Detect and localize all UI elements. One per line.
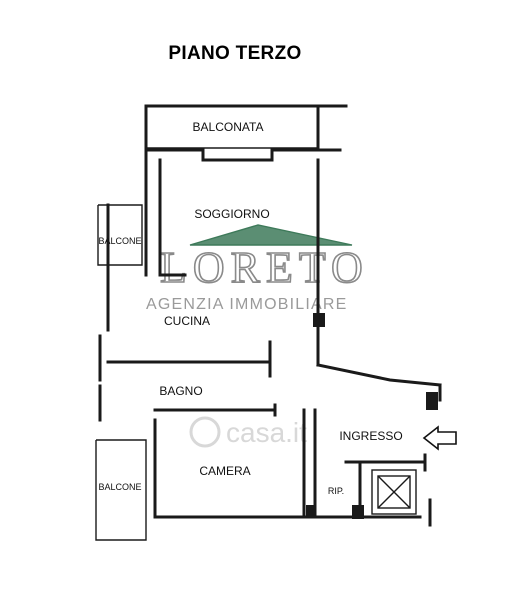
room-label-ingresso: INGRESSO: [339, 429, 402, 443]
room-label-balcone-top: BALCONE: [98, 236, 141, 246]
watermark: LORETO AGENZIA IMMOBILIARE casa.it: [146, 224, 369, 448]
room-label-cucina: CUCINA: [164, 314, 210, 328]
room-label-rip: RIP.: [328, 486, 344, 496]
room-label-camera: CAMERA: [199, 464, 250, 478]
watermark-site-icon: [189, 416, 221, 448]
stairwell-cross-icon: [371, 469, 417, 515]
watermark-site: casa.it: [226, 417, 307, 448]
watermark-roof-icon: [190, 225, 352, 245]
room-label-balconata: BALCONATA: [193, 120, 264, 134]
room-label-bagno: BAGNO: [159, 384, 202, 398]
plan-title: PIANO TERZO: [168, 43, 301, 64]
watermark-logo: LORETO: [160, 243, 369, 292]
entrance-arrow-icon: [422, 425, 457, 451]
room-label-soggiorno: SOGGIORNO: [194, 207, 269, 221]
room-labels: BALCONATA SOGGIORNO BALCONE CUCINA BAGNO…: [98, 120, 402, 496]
watermark-agency: AGENZIA IMMOBILIARE: [146, 296, 348, 313]
walls: [95, 104, 442, 541]
room-label-balcone-bottom: BALCONE: [98, 482, 141, 492]
